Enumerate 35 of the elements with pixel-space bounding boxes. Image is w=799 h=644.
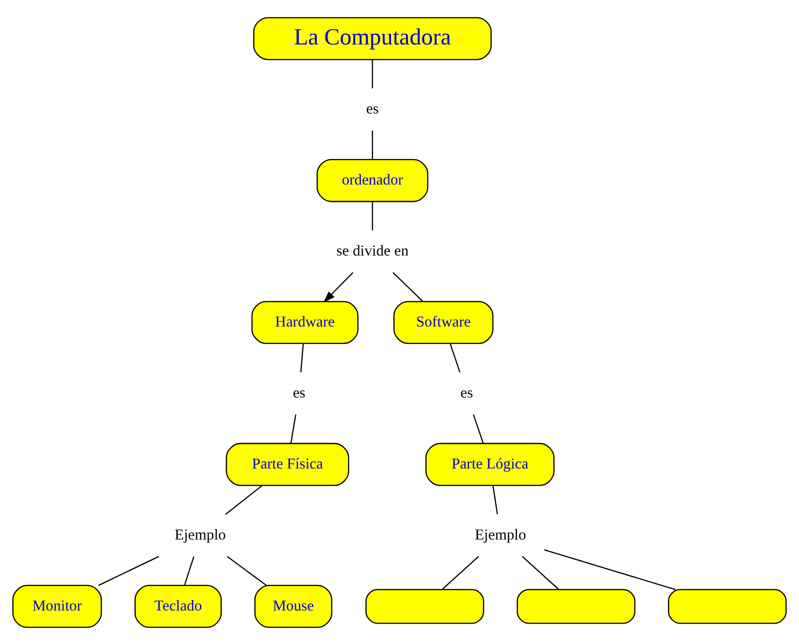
connector [442, 556, 479, 590]
connector [492, 484, 498, 514]
connector [225, 484, 263, 514]
node-box: Software [393, 300, 494, 344]
connector [98, 555, 160, 586]
node-text: es [460, 384, 473, 401]
node-box: Hardware [251, 300, 358, 344]
node-box: La Computadora [253, 16, 492, 60]
node-text: Ejemplo [474, 526, 526, 543]
connector [300, 342, 304, 372]
node-text: Ejemplo [174, 526, 226, 543]
node-box: ordenador [316, 158, 428, 202]
node-box [668, 588, 787, 624]
node-box [365, 588, 484, 624]
connector [372, 201, 374, 230]
connector [372, 59, 374, 88]
connector [392, 272, 424, 302]
node-box [516, 588, 636, 624]
connector [522, 556, 559, 590]
node-box: Teclado [134, 584, 222, 628]
node-text: se divide en [336, 242, 409, 259]
connector [184, 556, 194, 585]
connector [544, 548, 676, 590]
connector [372, 130, 374, 159]
connector [226, 555, 267, 586]
connector [472, 414, 484, 443]
node-text: es [292, 384, 306, 401]
arrow [323, 272, 354, 302]
connector [290, 414, 296, 443]
node-box: Parte Física [226, 442, 350, 486]
node-box: Monitor [12, 584, 102, 628]
node-box: Mouse [254, 584, 332, 628]
connector [450, 342, 460, 372]
node-box: Parte Lógica [425, 442, 555, 486]
node-text: es [366, 101, 379, 118]
